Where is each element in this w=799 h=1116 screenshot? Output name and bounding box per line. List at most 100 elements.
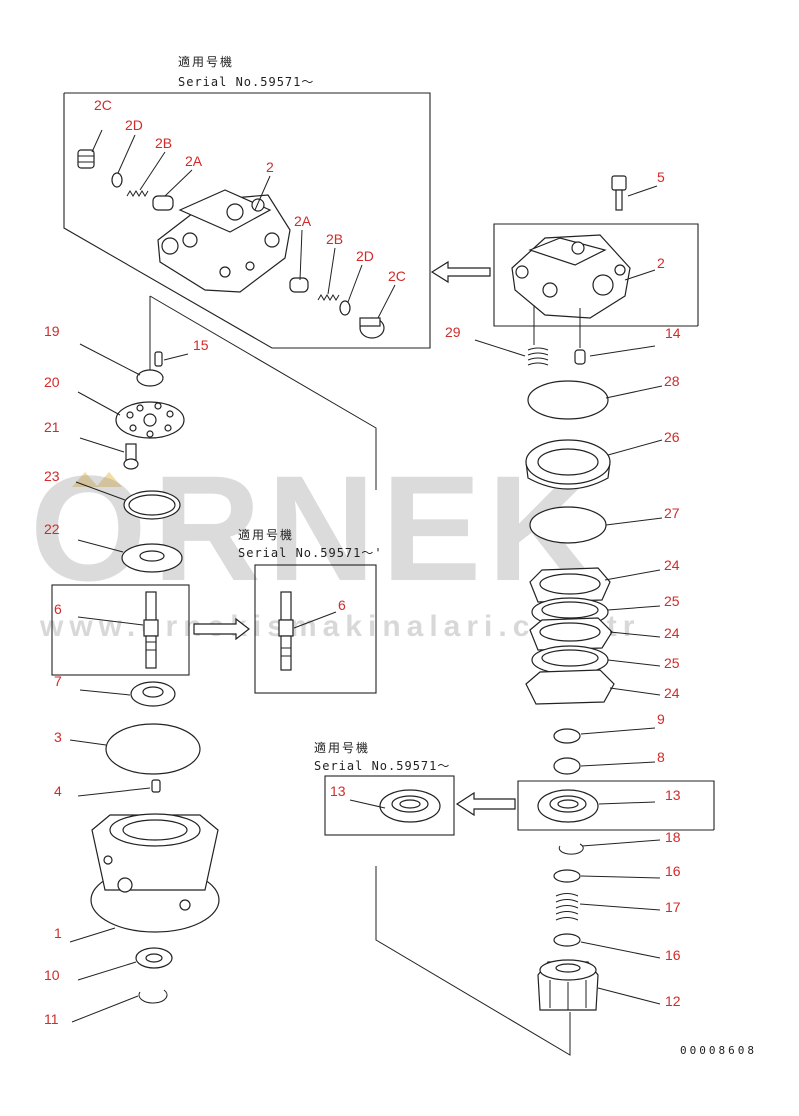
spring-icon bbox=[527, 347, 549, 366]
label-2C-b: 2C bbox=[388, 268, 406, 284]
label-2D-b: 2D bbox=[356, 248, 374, 264]
label-2C: 2C bbox=[94, 97, 112, 113]
spring-icon bbox=[555, 893, 579, 921]
label-7: 7 bbox=[54, 673, 62, 689]
top-left-frame bbox=[63, 92, 431, 349]
label-18: 18 bbox=[665, 829, 681, 845]
label-6: 6 bbox=[54, 601, 62, 617]
bearing-icon bbox=[553, 757, 581, 775]
seal-icon bbox=[537, 789, 599, 823]
label-15: 15 bbox=[193, 337, 209, 353]
seal-frame bbox=[517, 780, 715, 831]
cylinder-icon bbox=[525, 439, 611, 490]
assembly-line-bottom bbox=[375, 866, 571, 1056]
label-1: 1 bbox=[54, 925, 62, 941]
o-ring-icon bbox=[105, 723, 201, 775]
valve-block-icon bbox=[511, 234, 631, 319]
assembly-line-top bbox=[149, 295, 377, 490]
label-2A: 2A bbox=[185, 153, 203, 169]
plug-icon bbox=[359, 317, 385, 339]
label-14: 14 bbox=[665, 325, 681, 341]
arrow-left-icon bbox=[455, 791, 516, 817]
label-20: 20 bbox=[44, 374, 60, 390]
arrow-left-icon bbox=[430, 260, 491, 284]
label-25: 25 bbox=[664, 593, 680, 609]
spring-icon bbox=[317, 294, 340, 301]
label-16-b: 16 bbox=[665, 947, 681, 963]
label-6-alt: 6 bbox=[338, 597, 346, 613]
label-24: 24 bbox=[664, 557, 680, 573]
pin-icon bbox=[154, 351, 163, 367]
label-29: 29 bbox=[445, 324, 461, 340]
watermark-brand: ORNEK bbox=[30, 444, 602, 612]
label-8: 8 bbox=[657, 749, 665, 765]
label-23: 23 bbox=[44, 468, 60, 484]
label-3: 3 bbox=[54, 729, 62, 745]
label-28: 28 bbox=[664, 373, 680, 389]
label-2D: 2D bbox=[125, 117, 143, 133]
bolt-icon bbox=[611, 175, 627, 211]
label-26: 26 bbox=[664, 429, 680, 445]
label-5: 5 bbox=[657, 169, 665, 185]
plug-icon bbox=[77, 149, 95, 169]
o-ring-icon bbox=[527, 380, 609, 420]
note-jp-mid: 適用号機 bbox=[238, 527, 294, 542]
label-24-c: 24 bbox=[664, 685, 680, 701]
drawing-code: 00008608 bbox=[680, 1044, 757, 1057]
o-ring-icon bbox=[529, 506, 607, 544]
housing-icon bbox=[90, 813, 220, 933]
label-24-b: 24 bbox=[664, 625, 680, 641]
label-11: 11 bbox=[44, 1011, 59, 1027]
label-10: 10 bbox=[44, 967, 60, 983]
friction-plates-icon bbox=[525, 567, 615, 705]
top-right-frame bbox=[493, 223, 699, 327]
label-2A-b: 2A bbox=[294, 213, 312, 229]
shaft-icon bbox=[143, 591, 159, 669]
washer-icon bbox=[553, 869, 581, 883]
o-ring-icon bbox=[339, 300, 351, 316]
washer-icon bbox=[553, 933, 581, 947]
poppet-icon bbox=[152, 195, 174, 211]
shaft-frame bbox=[51, 584, 190, 676]
spring-icon bbox=[126, 190, 149, 197]
note-serial-low: Serial No.59571～ bbox=[314, 759, 450, 773]
label-4: 4 bbox=[54, 783, 62, 799]
label-9: 9 bbox=[657, 711, 665, 727]
label-2B-b: 2B bbox=[326, 231, 343, 247]
o-ring-icon bbox=[111, 172, 123, 188]
ring-icon bbox=[553, 728, 581, 744]
piston-icon bbox=[123, 443, 139, 470]
label-2-right: 2 bbox=[657, 255, 665, 271]
pin-icon bbox=[151, 779, 161, 793]
label-21: 21 bbox=[44, 419, 60, 435]
seal-alt-frame bbox=[324, 775, 455, 836]
valve-block-icon bbox=[157, 189, 291, 293]
arrow-right-icon bbox=[193, 617, 250, 641]
poppet-icon bbox=[289, 277, 309, 293]
watermark: ORNEK www.ornekismakinalari.com.tr bbox=[30, 444, 634, 643]
shaft-alt-frame bbox=[254, 564, 377, 694]
shaft-icon bbox=[278, 591, 294, 671]
note-jp-top: 適用号機 bbox=[178, 54, 234, 69]
label-19: 19 bbox=[44, 323, 60, 339]
label-27: 27 bbox=[664, 505, 680, 521]
note-serial-top: Serial No.59571～ bbox=[178, 75, 314, 89]
label-13-alt: 13 bbox=[330, 783, 346, 799]
label-16: 16 bbox=[665, 863, 681, 879]
label-12: 12 bbox=[665, 993, 681, 1009]
pin-icon bbox=[574, 349, 586, 365]
collar-icon bbox=[537, 959, 599, 1011]
nut-icon bbox=[136, 369, 164, 387]
label-25-b: 25 bbox=[664, 655, 680, 671]
note-serial-mid: Serial No.59571～' bbox=[238, 546, 383, 560]
label-2: 2 bbox=[266, 159, 274, 175]
cylinder-block-plate-icon bbox=[115, 401, 185, 439]
label-17: 17 bbox=[665, 899, 681, 915]
label-13: 13 bbox=[665, 787, 681, 803]
snap-ring-icon bbox=[138, 989, 168, 1004]
label-2B: 2B bbox=[155, 135, 172, 151]
snap-ring-icon bbox=[558, 843, 584, 855]
label-22: 22 bbox=[44, 521, 60, 537]
